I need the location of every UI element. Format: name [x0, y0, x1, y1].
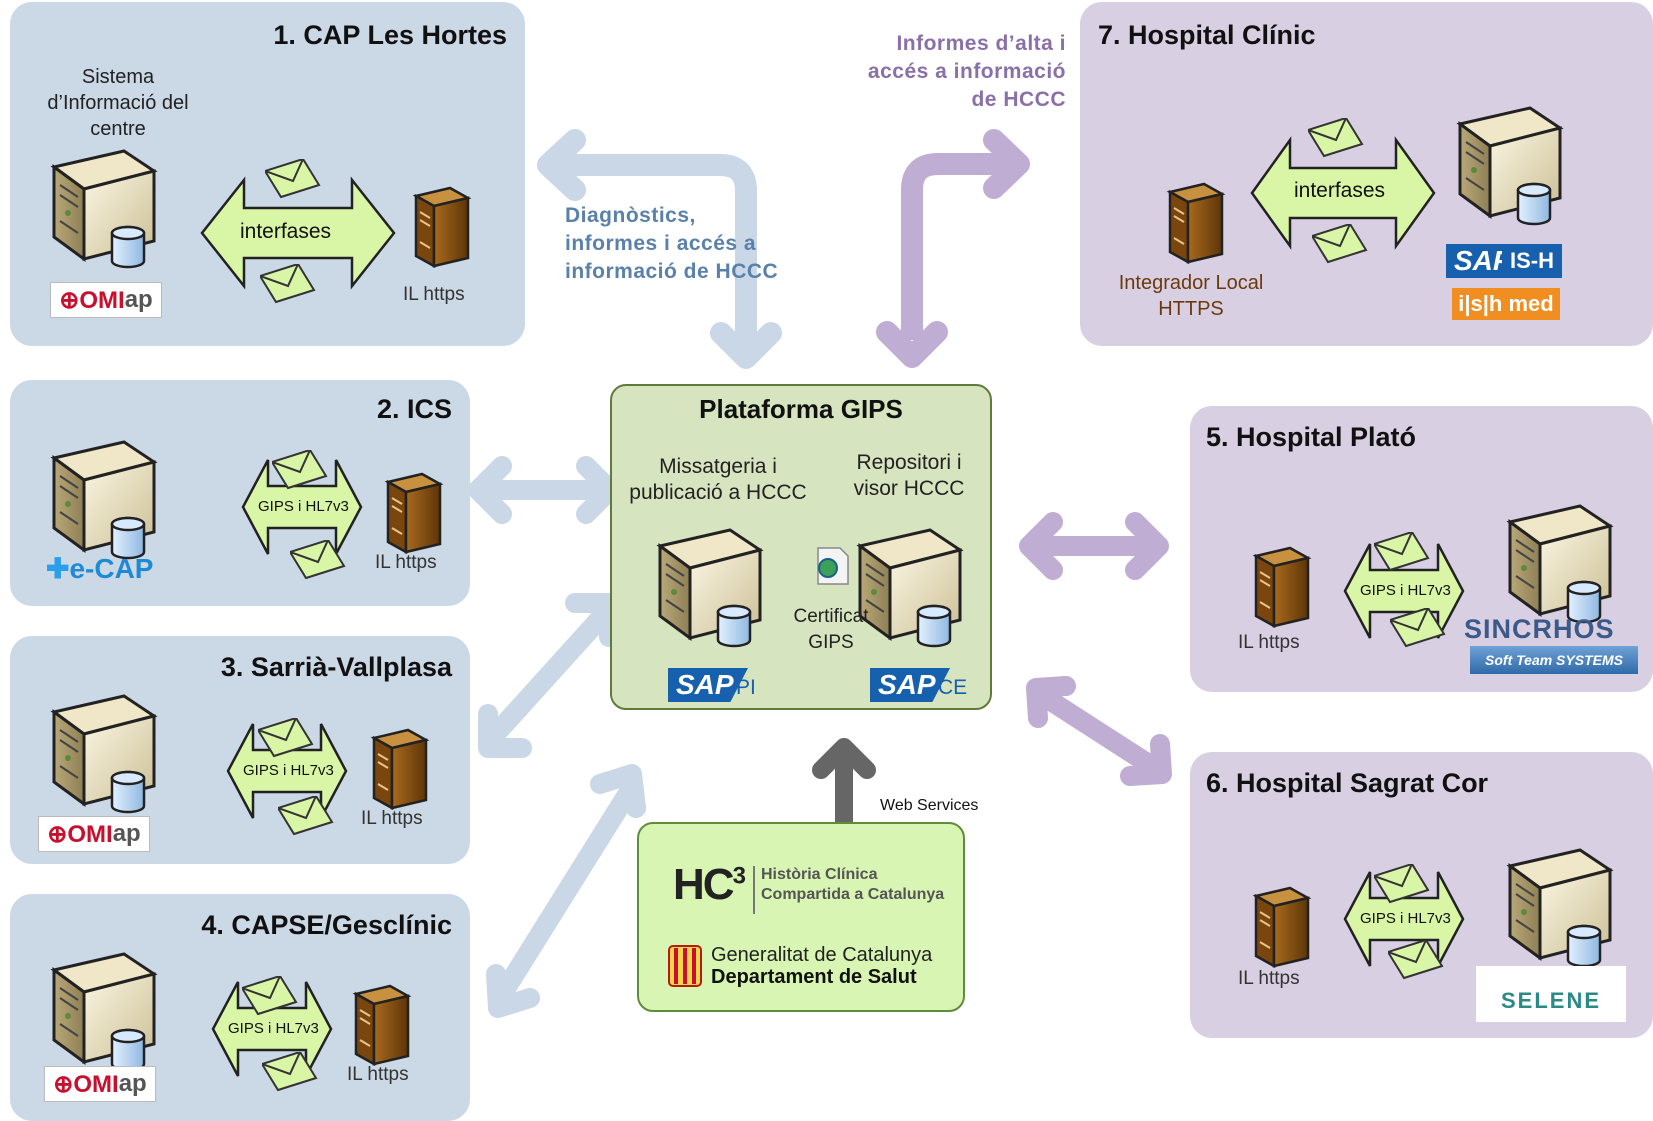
il-https-label: IL https	[1238, 632, 1300, 653]
server-icon	[52, 952, 156, 1072]
envelope-icon	[1374, 864, 1429, 903]
integrator-local-label: Integrador Local HTTPS	[1118, 272, 1264, 320]
integrator-tower-icon	[386, 472, 442, 554]
gov-line1: Generalitat de Catalunya	[711, 944, 933, 966]
panel-cap-les-hortes: 1. CAP Les Hortes Sistema d’Informació d…	[10, 2, 525, 346]
interface-label: interfases	[1294, 179, 1386, 202]
envelope-icon	[1312, 224, 1367, 263]
envelope-icon	[258, 718, 313, 757]
il-https-label: IL https	[375, 552, 437, 573]
integrator-tower-icon	[1254, 546, 1310, 628]
messaging-label: Missatgeria i publicació a HCCC	[629, 455, 807, 504]
flow-label-purple: Informes d’alta i accés a informació de …	[867, 32, 1066, 111]
integrator-tower-icon	[354, 984, 410, 1066]
ish-med-logo: i|s|h med	[1452, 288, 1560, 320]
interface-label: GIPS i HL7v3	[258, 498, 349, 515]
integrator-tower-icon	[1168, 182, 1224, 264]
interface-label: GIPS i HL7v3	[1360, 910, 1451, 927]
envelope-icon	[1388, 940, 1443, 979]
panel-title: 3. Sarrià-Vallplasa	[220, 652, 452, 682]
envelope-icon	[272, 450, 327, 489]
gips-title: Plataforma GIPS	[699, 394, 903, 424]
server-icon	[52, 694, 156, 814]
il-https-label: IL https	[347, 1064, 409, 1085]
integrator-tower-icon	[414, 186, 470, 268]
envelope-icon	[242, 976, 297, 1015]
envelope-icon	[260, 264, 315, 303]
panel-hospital-clinic: 7. Hospital Clínic Integrador Local HTTP…	[1080, 2, 1653, 346]
certificate-icon	[817, 547, 849, 585]
integrator-tower-icon	[1254, 886, 1310, 968]
envelope-icon	[278, 796, 333, 835]
interface-arrow	[241, 459, 363, 555]
panel-hospital-plato: 5. Hospital Plató IL https GIPS i HL7v3 …	[1190, 406, 1653, 692]
envelope-icon	[265, 159, 320, 198]
interface-arrow	[1250, 136, 1436, 250]
server-icon	[1458, 106, 1562, 226]
soft-team-logo: Soft Team SYSTEMS	[1470, 646, 1638, 674]
repository-label: Repositori i visor HCCC	[853, 451, 965, 500]
hc3-name-line2: Compartida a Catalunya	[761, 886, 945, 903]
interface-arrow	[226, 723, 348, 819]
interface-arrow	[200, 176, 396, 290]
ecap-logo: ✚e-CAP	[46, 553, 154, 584]
hc3-divider	[753, 866, 755, 914]
server-icon	[1508, 848, 1612, 968]
panel-ics: 2. ICS ✚e-CAP GIPS i HL7v3 IL https	[10, 380, 470, 606]
integrator-tower-icon	[372, 728, 428, 810]
envelope-icon	[290, 540, 345, 579]
selene-logo: SELENE	[1476, 966, 1626, 1022]
server-icon	[52, 149, 156, 269]
panel-title: 7. Hospital Clínic	[1098, 20, 1316, 50]
interface-arrow	[211, 981, 333, 1077]
il-https-label: IL https	[361, 808, 423, 829]
panel-title: 5. Hospital Plató	[1206, 422, 1417, 452]
ish-logo: IS-H	[1502, 244, 1562, 278]
server-icon	[1508, 504, 1612, 624]
il-https-label: IL https	[1238, 968, 1300, 989]
envelope-icon	[1390, 608, 1445, 647]
web-services-label: Web Services	[880, 797, 979, 814]
gov-line2: Departament de Salut	[711, 966, 917, 988]
il-https-label: IL https	[403, 284, 465, 305]
sap-pi-label: PI	[736, 676, 756, 699]
system-info-label: Sistema d’Informació del centre	[47, 66, 189, 140]
hc3-mark: HC3	[673, 860, 746, 909]
interface-label: interfases	[240, 220, 332, 243]
panel-title: 1. CAP Les Hortes	[273, 20, 507, 50]
interface-label: GIPS i HL7v3	[243, 762, 334, 779]
interface-arrow	[1343, 871, 1465, 967]
panel-hospital-sagrat-cor: 6. Hospital Sagrat Cor IL https GIPS i H…	[1190, 752, 1653, 1038]
sincrhos-logo: SINCRHOS	[1464, 614, 1615, 644]
interface-label: GIPS i HL7v3	[228, 1020, 319, 1037]
interface-label: GIPS i HL7v3	[1360, 582, 1451, 599]
sap-ce-label: CE	[938, 676, 968, 699]
flow-label-blue: Diagnòstics, informes i accés a informac…	[565, 204, 779, 283]
panel-title: 6. Hospital Sagrat Cor	[1206, 768, 1489, 798]
envelope-icon	[1374, 532, 1429, 571]
interface-arrow	[1343, 543, 1465, 639]
hc3-name-line1: Història Clínica	[761, 866, 878, 883]
panel-title: 4. CAPSE/Gesclínic	[201, 910, 452, 940]
server-icon	[658, 528, 762, 648]
server-icon	[52, 440, 156, 560]
hc3-panel: HC3 Història Clínica Compartida a Catalu…	[637, 822, 965, 1012]
generalitat-emblem-icon	[668, 945, 702, 987]
plataforma-gips-panel: Plataforma GIPS Missatgeria i publicació…	[610, 384, 992, 710]
envelope-icon	[1308, 118, 1363, 157]
certificate-label: Certificat GIPS	[793, 606, 869, 653]
panel-title: 2. ICS	[376, 394, 452, 424]
envelope-icon	[262, 1052, 317, 1091]
